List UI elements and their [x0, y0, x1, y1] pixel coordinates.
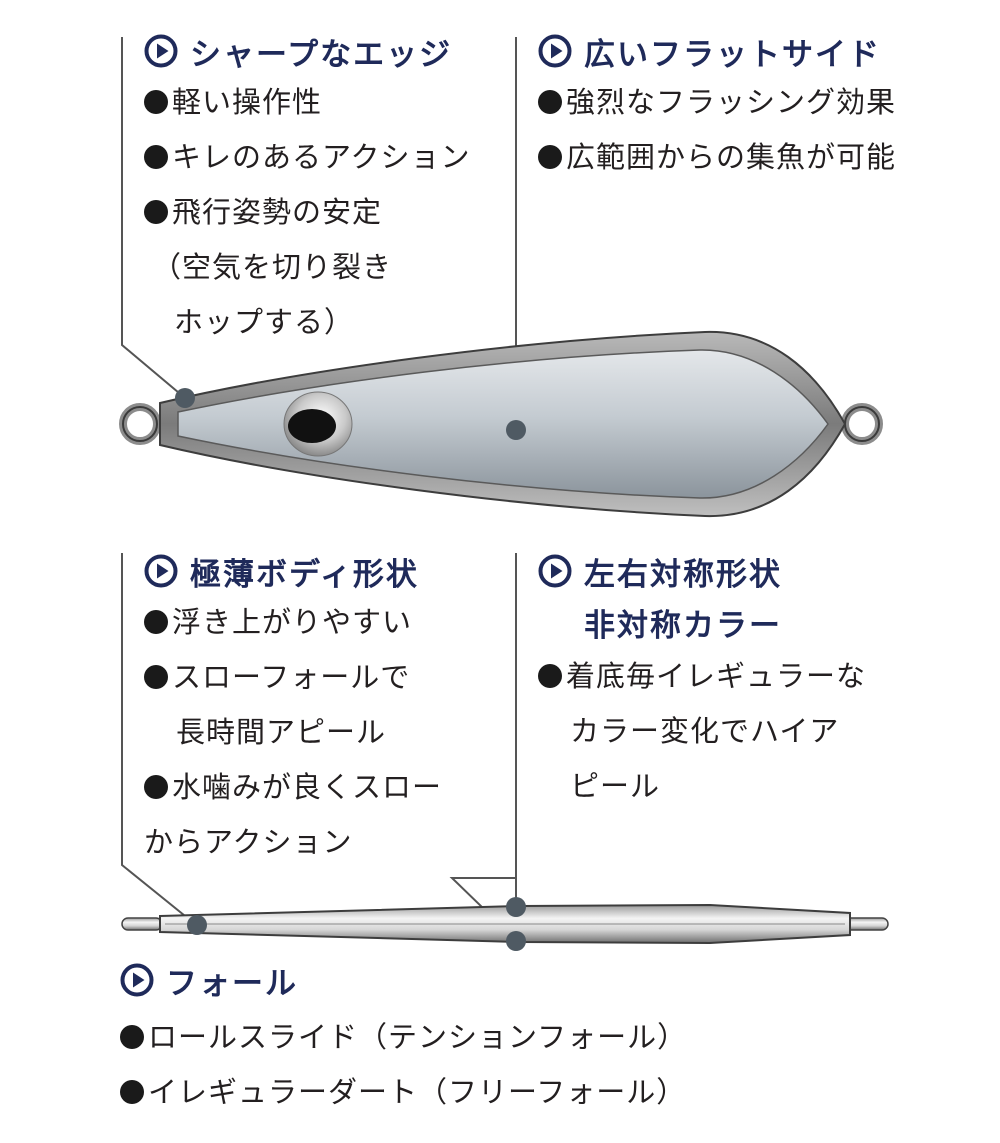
section-heading: 広いフラットサイド [538, 27, 896, 75]
bullet-item: スローフォールで [144, 650, 442, 705]
section-title: シャープなエッジ [190, 36, 453, 73]
bullet-continuation: 長時間アピール [176, 715, 387, 749]
bullet-item: 飛行姿勢の安定 [144, 185, 471, 240]
bullet-item: 水噛みが良くスロー [144, 760, 442, 815]
bullet-item: 浮き上がりやすい [144, 595, 442, 650]
bullet-continuation: カラー変化でハイア [570, 714, 840, 748]
section-heading: 極薄ボディ形状 [144, 547, 442, 595]
bullet-continuation: からアクション [144, 825, 353, 859]
lure-side-view [119, 330, 883, 518]
bullet-item: ロールスライド（テンションフォール） [120, 1010, 687, 1065]
bullet-dot [538, 664, 562, 688]
lure-top-view [121, 897, 889, 951]
bullet-continuation: ピール [570, 769, 661, 803]
eye [288, 409, 336, 443]
note-line: （空気を切り裂き [152, 250, 393, 284]
bullet-dot [538, 90, 562, 114]
section-thin-body: 極薄ボディ形状 浮き上がりやすい スローフォールで 長時間アピール 水噛みが良く… [144, 547, 442, 870]
bullet-dot [144, 90, 168, 114]
bullet-dot [120, 1080, 144, 1104]
marker-thin-body [187, 915, 207, 935]
section-heading: シャープなエッジ [144, 27, 471, 75]
bullet-dot [120, 1025, 144, 1049]
play-circle-icon [144, 34, 178, 68]
bullet-dot [144, 610, 168, 634]
marker-edge [175, 388, 195, 408]
bullet-dot [144, 665, 168, 689]
play-circle-icon [538, 554, 572, 588]
play-circle-icon [120, 963, 154, 997]
bullet-dot [144, 775, 168, 799]
note-line: ホップする） [174, 305, 355, 339]
section-heading: 左右対称形状 [538, 547, 866, 595]
bullet-item: 軽い操作性 [144, 75, 471, 130]
lure-flat-side [177, 349, 829, 499]
marker-flat-side [506, 420, 526, 440]
bullet-item: キレのあるアクション [144, 130, 471, 185]
section-heading-line2: 非対称カラー [538, 595, 866, 649]
play-circle-icon [144, 554, 178, 588]
section-flat-side: 広いフラットサイド 強烈なフラッシング効果 広範囲からの集魚が可能 [538, 27, 896, 185]
bullet-item: イレギュラーダート（フリーフォール） [120, 1065, 687, 1120]
bullet-item: 広範囲からの集魚が可能 [538, 130, 896, 185]
leader-edge [121, 37, 186, 399]
marker-symmetry-bottom [506, 931, 526, 951]
section-title: 極薄ボディ形状 [190, 556, 419, 593]
section-title: 広いフラットサイド [584, 36, 881, 73]
bullet-dot [538, 145, 562, 169]
section-symmetry: 左右対称形状 非対称カラー 着底毎イレギュラーな カラー変化でハイア ピール [538, 547, 866, 814]
section-fall: フォール ロールスライド（テンションフォール） イレギュラーダート（フリーフォー… [120, 956, 687, 1120]
section-title: 左右対称形状 [584, 556, 782, 593]
play-circle-icon [538, 34, 572, 68]
bullet-dot [144, 145, 168, 169]
bullet-dot [144, 200, 168, 224]
section-heading: フォール [120, 956, 687, 1004]
bullet-item: 着底毎イレギュラーな [538, 649, 866, 704]
bullet-item: 強烈なフラッシング効果 [538, 75, 896, 130]
section-edge: シャープなエッジ 軽い操作性 キレのあるアクション 飛行姿勢の安定 （空気を切り… [144, 27, 471, 350]
leader-thin-body [121, 553, 196, 925]
section-subtitle: 非対称カラー [584, 607, 782, 644]
section-title: フォール [166, 965, 298, 1002]
front-wire [121, 917, 163, 931]
marker-symmetry-top [506, 897, 526, 917]
